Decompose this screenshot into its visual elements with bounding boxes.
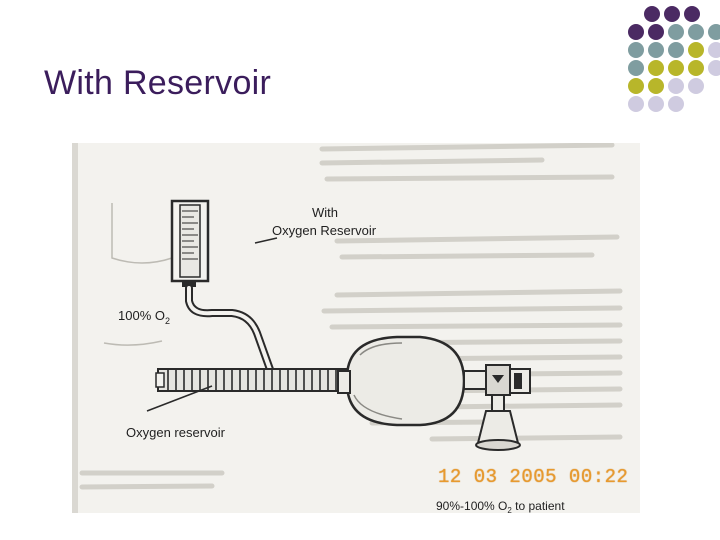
label-with: With <box>312 205 338 220</box>
dot-teal <box>628 60 644 76</box>
label-to-patient: 90%-100% O2 to patient <box>436 499 565 513</box>
dot-lavender <box>708 42 720 58</box>
page-edge <box>72 143 78 513</box>
label-oxygen-reservoir-bottom: Oxygen reservoir <box>126 425 226 440</box>
dot-purple <box>644 6 660 22</box>
dot-purple <box>648 24 664 40</box>
oxygen-flowmeter <box>170 199 210 287</box>
decorative-dot-grid <box>628 0 720 118</box>
label-100-o2: 100% O2 <box>118 308 170 326</box>
background-sketch <box>103 203 173 346</box>
dot-teal <box>688 24 704 40</box>
dot-purple <box>664 6 680 22</box>
dot-lavender <box>668 96 684 112</box>
dot-teal <box>668 42 684 58</box>
reservoir-tube <box>155 368 347 392</box>
resuscitation-bag <box>337 335 466 427</box>
dot-purple <box>684 6 700 22</box>
bag-valve-mask-photo: With Oxygen Reservoir 100% O2 Oxygen res… <box>72 143 640 513</box>
dot-teal <box>628 42 644 58</box>
bag-valve-mask-diagram: With Oxygen Reservoir 100% O2 Oxygen res… <box>72 143 623 513</box>
dot-olive <box>688 60 704 76</box>
dot-olive <box>668 60 684 76</box>
slide-title: With Reservoir <box>44 64 272 102</box>
dot-teal <box>668 24 684 40</box>
pointer-reservoir <box>254 237 278 244</box>
label-oxygen-reservoir-top: Oxygen Reservoir <box>272 223 377 238</box>
dot-lavender <box>668 78 684 94</box>
dot-teal <box>708 24 720 40</box>
dot-olive <box>688 42 704 58</box>
dot-lavender <box>708 60 720 76</box>
dot-lavender <box>628 96 644 112</box>
dot-olive <box>648 60 664 76</box>
dot-lavender <box>688 78 704 94</box>
dot-purple <box>628 24 644 40</box>
dot-olive <box>648 78 664 94</box>
dot-lavender <box>648 96 664 112</box>
dot-olive <box>628 78 644 94</box>
valve-assembly <box>463 364 531 451</box>
pointer-oxygen-reservoir <box>146 385 213 412</box>
photo-date-stamp: 12 03 2005 00:22 <box>438 466 629 488</box>
dot-teal <box>648 42 664 58</box>
oxygen-tubing-inner <box>187 286 349 386</box>
